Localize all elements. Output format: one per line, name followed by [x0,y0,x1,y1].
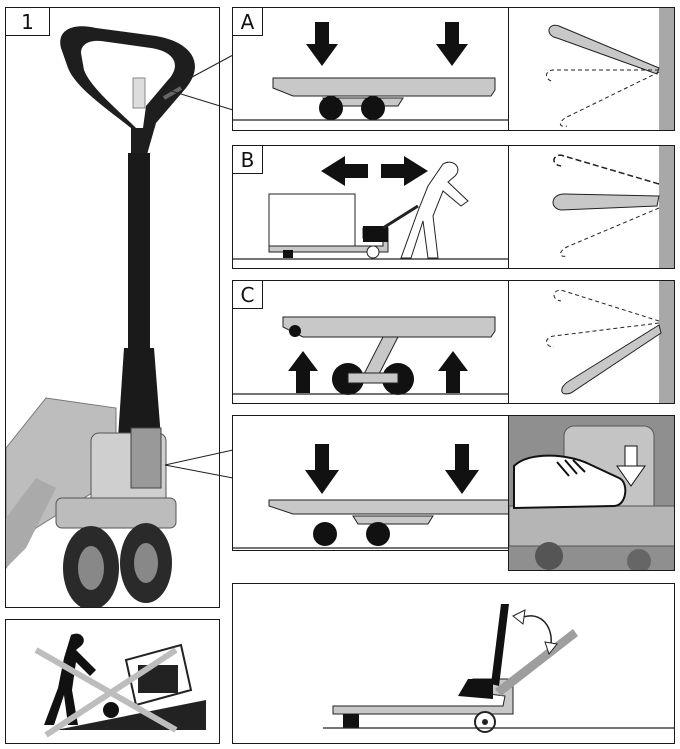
lift-link [352,515,434,525]
up-arrow-icon [438,351,468,393]
lever-up-dashed [553,154,660,185]
lever-up-dashed [553,289,660,322]
panel-a-lever-position [508,7,675,131]
fork-platform [282,316,496,338]
lever-mid-dashed [546,322,660,348]
lever-mid-dashed [546,69,659,83]
down-arrow-icon [616,445,646,487]
roller-link [347,372,399,384]
panel-a-lowering: A [232,7,509,131]
lever-mid-solid [552,193,660,211]
panel-label-c: C [233,281,263,309]
pull-handle [382,204,419,230]
down-arrow-icon [306,22,338,66]
load-roller [319,96,343,120]
panel-c-lever-position [508,280,675,404]
foot-shoe [513,454,627,510]
panel-c-raising: C [232,280,509,404]
pump-block [363,226,388,242]
front-roller [343,714,359,728]
pallet-truck-illustration [6,26,195,607]
roller [283,250,293,258]
load-roller [313,522,337,546]
handle-opening [81,40,175,129]
pump-block [458,679,493,699]
load-roller [361,96,385,120]
fork-platform [272,77,496,97]
person-figure [44,633,96,725]
wheel-hub-left [78,546,104,590]
truck-wheel [103,702,119,718]
load-roller [366,522,390,546]
wall-post [659,8,674,130]
wall-post [659,281,674,403]
prohibition-cross [34,647,178,738]
handle-upright [491,604,509,686]
handle-tilt-panel [232,583,675,744]
wheel-part [535,542,563,570]
handle-shaft-lower [118,348,161,438]
handle-shaft [128,153,150,353]
pump-spring [130,427,162,489]
lever-down-dashed [560,207,660,257]
panel-foot-pedal-photo [508,415,675,571]
front-roller [289,325,301,337]
wheel-part [627,549,651,570]
load-box [268,193,356,251]
panel-foot-pedal-lowering [232,415,509,551]
lever-down-dashed [560,71,660,127]
chassis-plate [509,505,674,547]
shoe-laces [556,459,586,477]
wall-post [659,146,674,268]
handle-label-sticker [132,77,146,109]
fork-left [6,478,56,568]
panel-label-1: 1 [6,8,50,36]
handle-tilted [495,629,578,696]
down-arrow-icon [436,22,468,66]
wheel-bracket [55,497,177,529]
lever-up-solid [548,24,660,75]
steer-wheel [366,245,380,259]
panel-label-b: B [233,146,263,174]
rotate-arrow-icon [512,609,558,656]
fork-platform [268,499,508,515]
lever-down-solid [561,324,662,395]
up-arrow-icon [288,351,318,393]
panel-b-lever-position [508,145,675,269]
panel-label-a: A [233,8,263,36]
left-right-arrow-icon [321,156,428,186]
down-arrow-icon [305,444,339,494]
panel-b-neutral: B [232,145,509,269]
person-pulling [400,161,469,259]
down-arrow-icon [445,444,479,494]
pallet-truck-photo-panel: 1 [5,7,220,608]
warning-slope-panel [5,619,220,744]
wheel-hub-right [134,543,158,583]
steer-wheel-hub [482,719,488,725]
